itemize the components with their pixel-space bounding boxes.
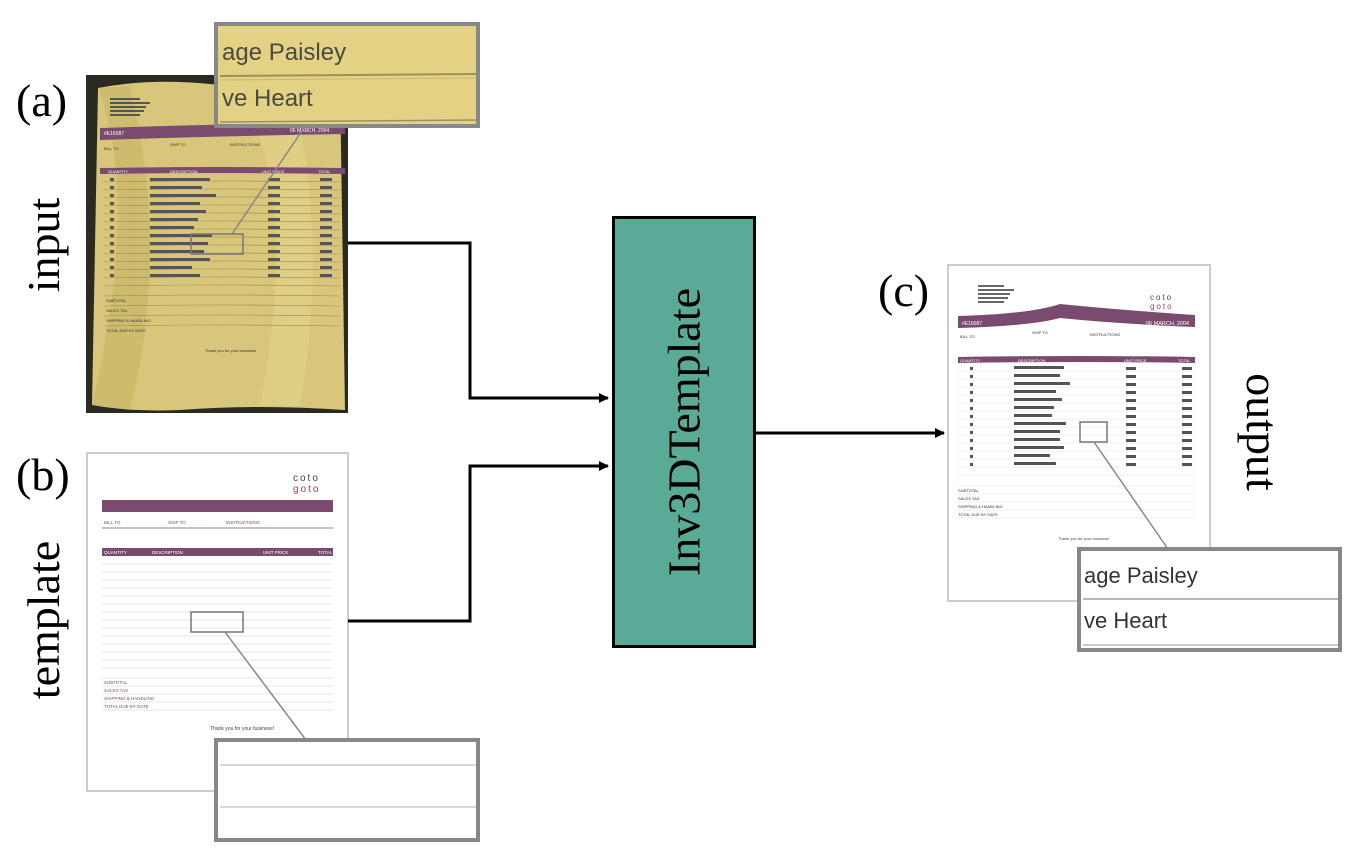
template-col-description: DESCRIPTION (152, 550, 183, 555)
output-bill-to: BILL TO (960, 334, 975, 339)
input-subtotal: SUBTOTAL (106, 298, 128, 303)
template-document: coto goto BILL TO SHIP TO INSTRUCTIONS Q… (86, 452, 349, 792)
template-col-unit-price: UNIT PRICE (263, 550, 288, 555)
input-zoom-line1: age Paisley (222, 39, 346, 66)
template-zoom-inset (214, 738, 480, 842)
input-invoice-no: #E16087 (104, 131, 124, 137)
input-zoom-line2: ve Heart (222, 85, 313, 112)
template-col-quantity: QUANTITY (104, 550, 127, 555)
label-a: (a) (16, 75, 68, 126)
input-thanks: Thank you for your business! (205, 348, 256, 353)
template-brand-bottom: goto (293, 484, 320, 495)
output-date: 06 MARCH, 2004 (1146, 321, 1189, 327)
output-col-quantity: QUANTITY (960, 358, 981, 363)
arrow-template-to-module (348, 461, 609, 623)
template-thanks: Thank you for your business! (210, 726, 274, 732)
template-ship-to: SHIP TO (168, 520, 186, 525)
output-sales-tax: SALES TAX (958, 496, 980, 501)
input-shipping: SHIPPING & HANDLING (106, 318, 151, 323)
template-subtotal: SUBTOTAL (104, 680, 128, 685)
output-col-total: TOTAL (1178, 358, 1191, 363)
input-col-unit-price: UNIT PRICE (262, 169, 285, 174)
output-brand-bottom: goto (1150, 302, 1174, 311)
input-sales-tax: SALES TAX (106, 308, 128, 313)
template-brand-top: coto (293, 473, 320, 484)
output-brand-top: coto (1150, 293, 1173, 302)
template-bill-to: BILL TO (104, 520, 121, 525)
input-date: 06 MARCH, 2004 (290, 128, 329, 134)
output-ship-to: SHIP TO (1032, 330, 1048, 335)
input-ship-to: SHIP TO (170, 142, 186, 147)
input-roi-box (190, 233, 244, 255)
output-shipping: SHIPPING & HANDLING (958, 504, 1003, 509)
output-roi-box (1079, 421, 1108, 443)
input-col-description: DESCRIPTION (170, 169, 197, 174)
output-subtotal: SUBTOTAL (958, 488, 980, 493)
output-document: coto goto #E16087 06 MARCH, 2004 BILL TO… (947, 264, 1211, 602)
output-thanks: Thank you for your business! (1058, 536, 1109, 541)
output-zoom-inset: age Paisley ve Heart (1077, 547, 1342, 652)
input-total-due: TOTAL DUE BY DATE (106, 328, 146, 333)
template-roi-box (190, 611, 244, 633)
output-col-unit-price: UNIT PRICE (1124, 358, 1147, 363)
output-zoom-line1: age Paisley (1084, 563, 1198, 588)
template-instructions: INSTRUCTIONS (226, 520, 260, 525)
template-col-total: TOTAL (318, 550, 333, 555)
inv3dtemplate-block: Inv3DTemplate (612, 216, 756, 648)
input-col-total: TOTAL (318, 169, 331, 174)
output-instructions: INSTRUCTIONS (1090, 332, 1120, 337)
template-sales-tax: SALES TAX (104, 688, 128, 693)
input-instructions: INSTRUCTIONS (230, 142, 260, 147)
arrow-input-to-module (348, 241, 609, 403)
label-c: (c) (878, 265, 930, 316)
input-document: #E16087 06 MARCH, 2004 BILL TO SHIP TO I… (86, 75, 348, 413)
output-invoice-no: #E16087 (962, 321, 982, 327)
input-zoom-inset: age Paisley ve Heart (214, 22, 480, 128)
input-col-quantity: QUANTITY (108, 169, 129, 174)
output-col-description: DESCRIPTION (1018, 358, 1045, 363)
input-bill-to: BILL TO (104, 146, 119, 151)
template-total-due: TOTAL DUE BY DATE (104, 704, 149, 709)
output-zoom-line2: ve Heart (1084, 608, 1167, 633)
template-shipping: SHIPPING & HANDLING (104, 696, 155, 701)
label-b: (b) (16, 449, 70, 500)
output-total-due: TOTAL DUE BY DATE (958, 512, 998, 517)
